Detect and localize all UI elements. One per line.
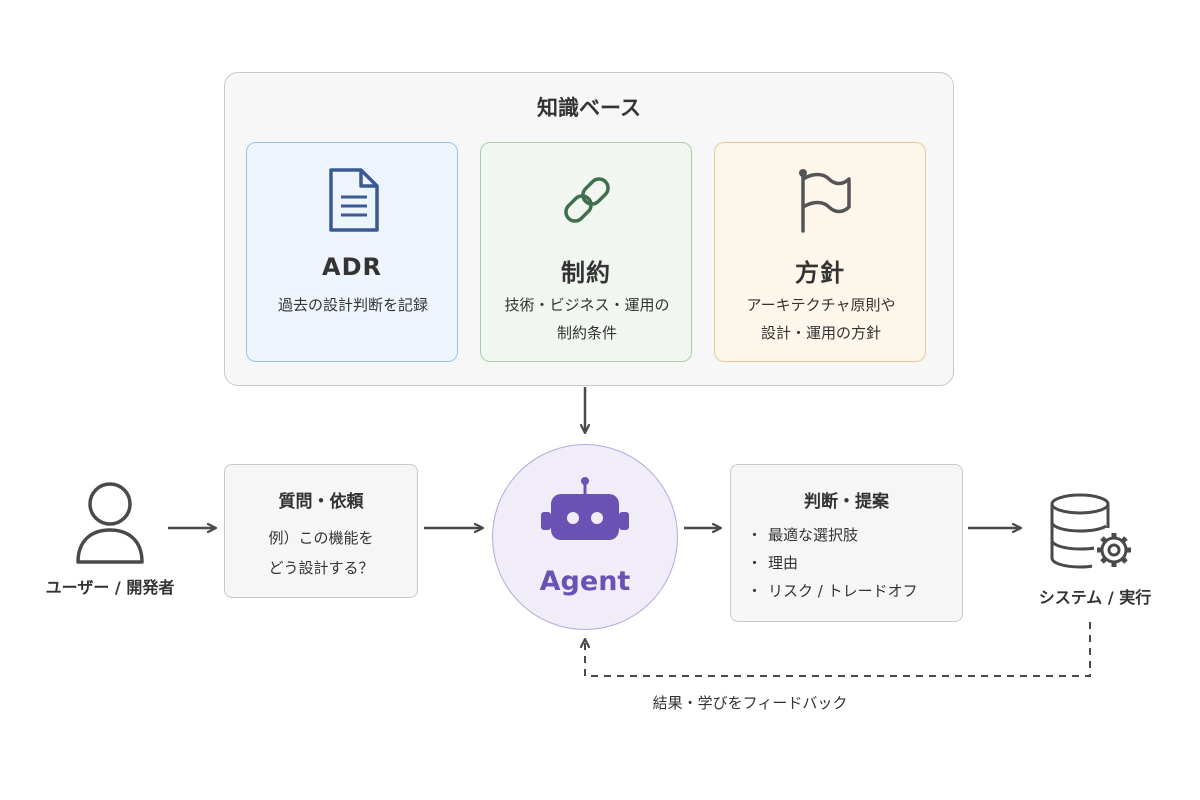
knowledge-base-title: 知識ベース <box>537 96 641 120</box>
user-label: ユーザー / 開発者 <box>45 578 175 597</box>
decision-item: 最適な選択肢 <box>747 521 957 549</box>
adr-card: ADR 過去の設計判断を記録 <box>246 142 458 362</box>
constraints-card-title: 制約 <box>561 259 611 287</box>
decision-item: リスク / トレードオフ <box>747 577 957 605</box>
agent-label: Agent <box>539 566 631 597</box>
adr-card-title: ADR <box>322 253 382 281</box>
system-label: システム / 実行 <box>1038 588 1152 607</box>
adr-card-line-1: 過去の設計判断を記録 <box>277 296 428 314</box>
request-line-1: 例）この機能を <box>268 529 374 547</box>
decision-item: 理由 <box>747 549 957 577</box>
robot-icon <box>541 477 629 540</box>
decision-title: 判断・提案 <box>804 492 889 512</box>
policy-card-desc: アーキテクチャ原則や 設計・運用の方針 <box>721 291 921 347</box>
arrow-feedback-loop <box>585 622 1091 677</box>
database-gear-icon <box>1050 493 1131 569</box>
link-icon <box>481 167 691 233</box>
decision-box: 判断・提案 最適な選択肢 理由 リスク / トレードオフ <box>730 464 963 622</box>
constraints-card: 制約 技術・ビジネス・運用の 制約条件 <box>480 142 692 362</box>
document-icon <box>247 167 457 233</box>
decision-list: 最適な選択肢 理由 リスク / トレードオフ <box>747 521 957 605</box>
request-text: 例）この機能を どう設計する？ <box>225 523 417 583</box>
policy-card-title: 方針 <box>795 259 845 287</box>
request-line-2: どう設計する？ <box>268 559 374 577</box>
constraints-card-desc: 技術・ビジネス・運用の 制約条件 <box>487 291 687 347</box>
adr-card-desc: 過去の設計判断を記録 <box>253 291 453 319</box>
request-box: 質問・依頼 例）この機能を どう設計する？ <box>224 464 418 598</box>
flag-icon <box>715 167 925 233</box>
request-title: 質問・依頼 <box>278 492 364 512</box>
constraints-card-line-2: 制約条件 <box>556 324 617 342</box>
feedback-label: 結果・学びをフィードバック <box>652 694 848 712</box>
policy-card-line-1: アーキテクチャ原則や <box>746 296 896 314</box>
policy-card: 方針 アーキテクチャ原則や 設計・運用の方針 <box>714 142 926 362</box>
person-icon <box>76 482 144 564</box>
constraints-card-line-1: 技術・ビジネス・運用の <box>504 296 670 314</box>
policy-card-line-2: 設計・運用の方針 <box>760 324 881 342</box>
